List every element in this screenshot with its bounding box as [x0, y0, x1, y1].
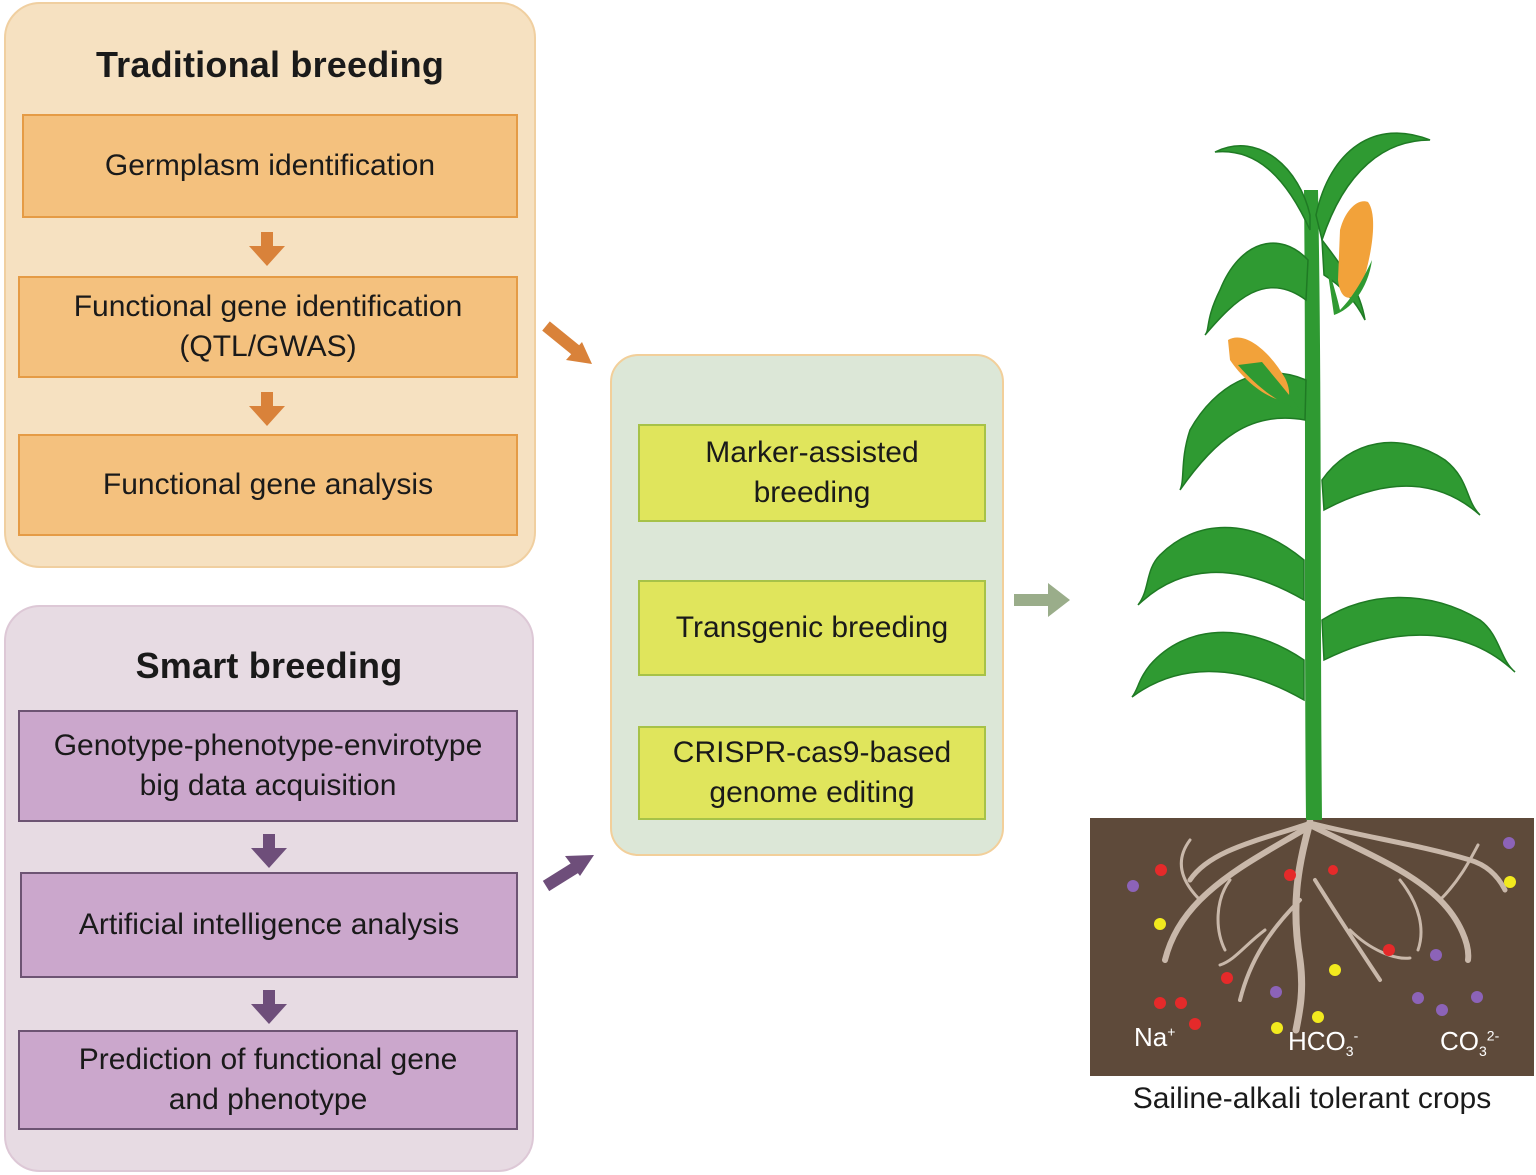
- prediction-box: Prediction of functional gene and phenot…: [18, 1030, 518, 1130]
- smart-to-methods-arrow: [542, 855, 594, 892]
- sodium-ion-label: Na+: [1134, 1022, 1176, 1052]
- trad-step-arrow-1: [249, 232, 285, 266]
- carbonate-ion-label: CO32-: [1440, 1026, 1500, 1060]
- genome-editing-box: CRISPR-cas9-based genome editing: [638, 726, 986, 820]
- corn-cob-lower: [1228, 337, 1300, 410]
- corn-cob-upper: [1326, 201, 1374, 315]
- roots: [1162, 818, 1508, 1034]
- smart-step-arrow-1: [251, 834, 287, 868]
- smart-breeding-title: Smart breeding: [135, 645, 403, 686]
- functional-gene-analysis-box: Functional gene analysis: [18, 434, 518, 536]
- maize-plant: [1131, 132, 1516, 820]
- trad-to-methods-arrow: [542, 321, 592, 364]
- traditional-breeding-title: Traditional breeding: [95, 44, 445, 85]
- functional-gene-identification-box: Functional gene identification (QTL/GWAS…: [18, 276, 518, 378]
- bicarbonate-ion-label: HCO3-: [1288, 1026, 1359, 1060]
- methods-to-plant-arrow: [1014, 583, 1070, 617]
- soil-block: [1090, 818, 1534, 1076]
- bicarbonate-ions: [1154, 876, 1516, 1034]
- germplasm-identification-box: Germplasm identification: [22, 114, 518, 218]
- crop-caption: Sailine-alkali tolerant crops: [1132, 1082, 1492, 1115]
- smart-step-arrow-2: [251, 990, 287, 1024]
- carbonate-ions: [1127, 837, 1515, 1016]
- trad-step-arrow-2: [249, 392, 285, 426]
- transgenic-breeding-box: Transgenic breeding: [638, 580, 986, 676]
- big-data-acquisition-box: Genotype-phenotype-envirotype big data a…: [18, 710, 518, 822]
- marker-assisted-breeding-box: Marker-assisted breeding: [638, 424, 986, 522]
- ai-analysis-box: Artificial intelligence analysis: [20, 872, 518, 978]
- sodium-ions: [1154, 864, 1395, 1030]
